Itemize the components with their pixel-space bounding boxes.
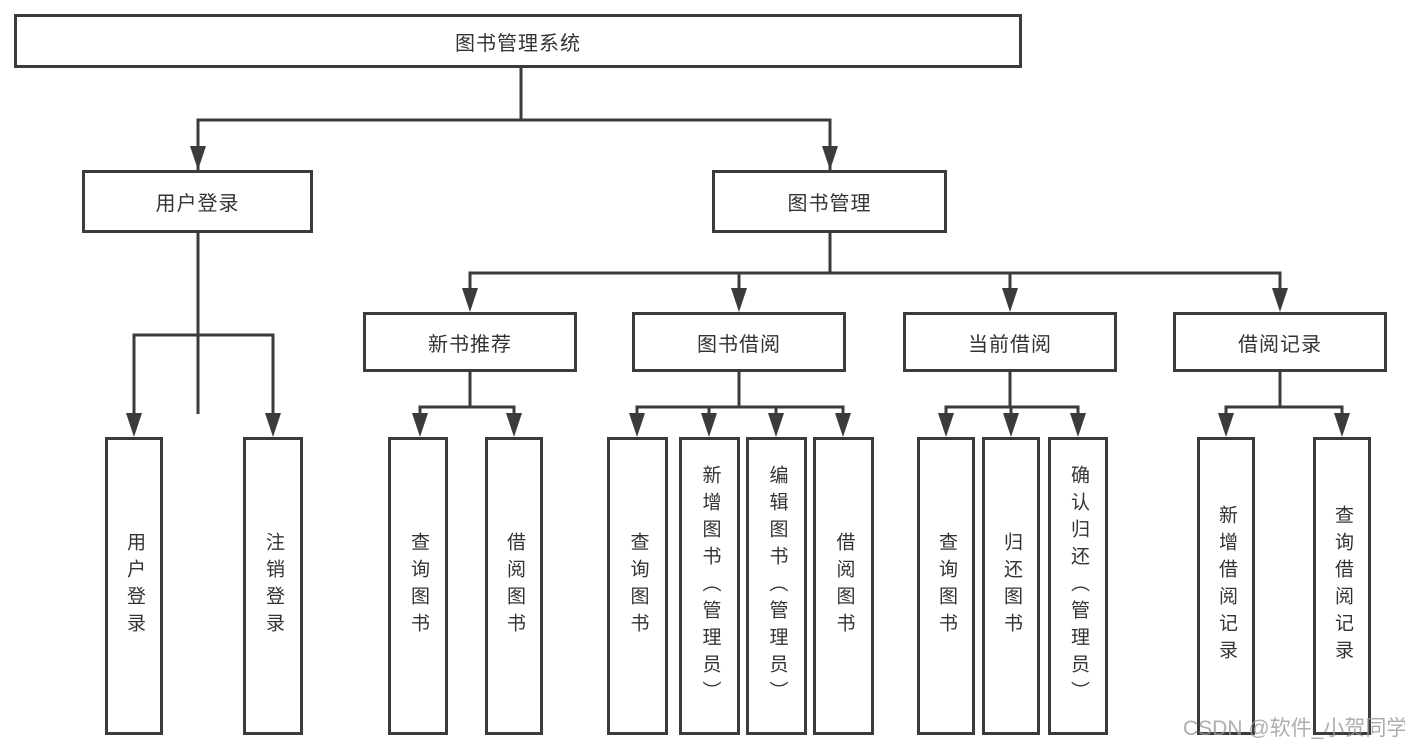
node-label: 借阅记录 — [1238, 333, 1322, 356]
node-label: 当前借阅 — [968, 333, 1052, 356]
node-label: 用户登录 — [155, 193, 240, 215]
leaf-query-borrow-record: 查询借阅记录 — [1313, 437, 1371, 735]
node-label: 图书管理系统 — [455, 32, 581, 55]
node-current-borrow: 当前借阅 — [903, 312, 1117, 372]
leaf-borrow-books-recommend: 借阅图书 — [485, 437, 543, 735]
leaf-label: 查询借阅记录 — [1331, 505, 1353, 667]
leaf-query-books-current: 查询图书 — [917, 437, 975, 735]
leaf-label: 新增图书（管理员） — [699, 464, 721, 708]
leaf-label: 新增借阅记录 — [1215, 505, 1237, 667]
leaf-user-login: 用户登录 — [105, 437, 163, 735]
leaf-label: 借阅图书 — [833, 532, 855, 640]
leaf-add-borrow-record: 新增借阅记录 — [1197, 437, 1255, 735]
node-label: 图书管理 — [787, 193, 872, 215]
leaf-query-books-recommend: 查询图书 — [388, 437, 448, 735]
node-borrow-records: 借阅记录 — [1173, 312, 1387, 372]
leaf-label: 查询图书 — [407, 532, 429, 640]
node-new-book-recommend: 新书推荐 — [363, 312, 577, 372]
leaf-label: 借阅图书 — [503, 532, 525, 640]
node-label: 新书推荐 — [428, 333, 512, 356]
leaf-logout: 注销登录 — [243, 437, 303, 735]
leaf-label: 查询图书 — [627, 532, 649, 640]
leaf-label: 编辑图书（管理员） — [766, 464, 788, 708]
node-book-management: 图书管理 — [712, 170, 947, 233]
leaf-label: 确认归还（管理员） — [1067, 464, 1089, 708]
leaf-query-books-borrow: 查询图书 — [607, 437, 668, 735]
node-label: 图书借阅 — [697, 333, 781, 356]
node-user-login-branch: 用户登录 — [82, 170, 313, 233]
node-library-management-system: 图书管理系统 — [14, 14, 1022, 68]
leaf-label: 归还图书 — [1000, 532, 1022, 640]
watermark: CSDN @软件_小贺同学 — [1183, 717, 1405, 740]
leaf-label: 用户登录 — [123, 532, 145, 640]
leaf-return-book: 归还图书 — [982, 437, 1040, 735]
leaf-add-book-admin: 新增图书（管理员） — [679, 437, 740, 735]
leaf-confirm-return-admin: 确认归还（管理员） — [1048, 437, 1108, 735]
leaf-label: 查询图书 — [935, 532, 957, 640]
node-book-borrow: 图书借阅 — [632, 312, 846, 372]
leaf-borrow-books: 借阅图书 — [813, 437, 874, 735]
leaf-label: 注销登录 — [262, 532, 284, 640]
leaf-edit-book-admin: 编辑图书（管理员） — [746, 437, 807, 735]
